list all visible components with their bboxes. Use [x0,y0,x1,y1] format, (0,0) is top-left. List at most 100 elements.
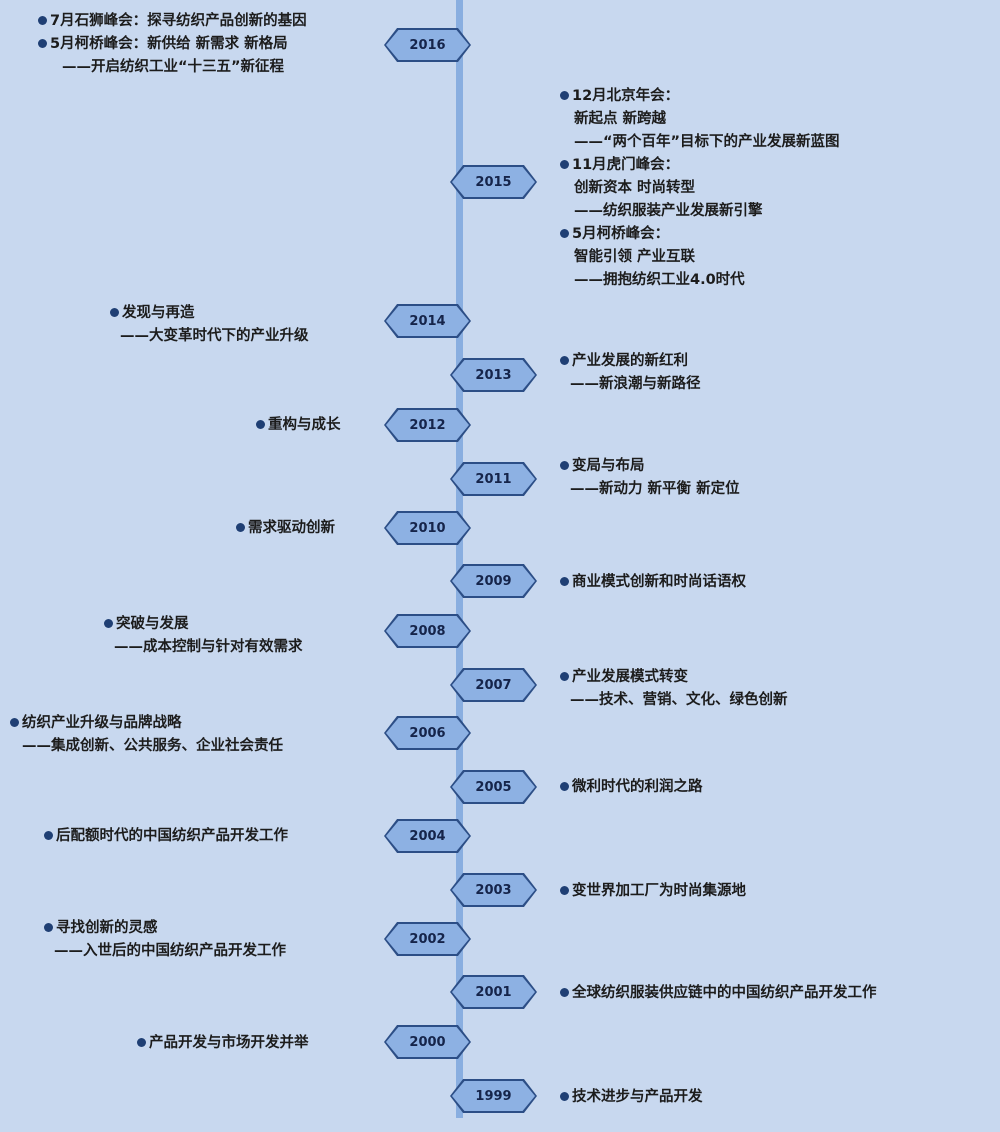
entry-text: 全球纺织服装供应链中的中国纺织产品开发工作 [572,985,877,1001]
entry-text: 发现与再造 [122,305,195,321]
entry-2001: 全球纺织服装供应链中的中国纺织产品开发工作 [560,982,877,1005]
year-label: 2016 [386,30,469,60]
entry-subtext: ——技术、营销、文化、绿色创新 [570,692,788,708]
bullet-dot [38,38,47,48]
entry-2006: 纺织产业升级与品牌战略 ——集成创新、公共服务、企业社会责任 [10,712,283,758]
entry-subtext: ——新动力 新平衡 新定位 [570,481,740,497]
entry-2002: 寻找创新的灵感 ——入世后的中国纺织产品开发工作 [44,917,286,963]
year-badge-2004: 2004 [384,819,471,853]
entry-subtext: ——新浪潮与新路径 [570,376,701,392]
year-badge-2002: 2002 [384,922,471,956]
year-label: 2001 [452,977,535,1007]
year-badge-2005: 2005 [450,770,537,804]
year-badge-2016: 2016 [384,28,471,62]
bullet-dot [560,576,569,586]
year-label: 2015 [452,167,535,197]
year-badge-2003: 2003 [450,873,537,907]
year-badge-2011: 2011 [450,462,537,496]
bullet-dot [38,15,47,25]
year-badge-2001: 2001 [450,975,537,1009]
entry-text: 微利时代的利润之路 [572,779,703,795]
year-label: 2007 [452,670,535,700]
bullet-dot [236,522,245,532]
entry-subtext: ——纺织服装产业发展新引擎 [574,203,763,219]
entry-2010: 需求驱动创新 [236,517,335,540]
entry-text: 后配额时代的中国纺织产品开发工作 [56,828,288,844]
entry-text: 变局与布局 [572,458,645,474]
entry-text: 需求驱动创新 [248,520,335,536]
entry-2005: 微利时代的利润之路 [560,776,703,799]
bullet-dot [560,90,569,100]
year-label: 2004 [386,821,469,851]
entry-2015: 12月北京年会： 新起点 新跨越 ——“两个百年”目标下的产业发展新蓝图 11月… [560,85,840,292]
entry-text: 产品开发与市场开发并举 [149,1035,309,1051]
year-label: 2003 [452,875,535,905]
entry-text: 技术进步与产品开发 [572,1089,703,1105]
bullet-dot [560,228,569,238]
year-label: 2000 [386,1027,469,1057]
entry-text: 12月北京年会： [572,88,680,104]
year-label: 2012 [386,410,469,440]
bullet-dot [560,671,569,681]
year-label: 2002 [386,924,469,954]
year-badge-2015: 2015 [450,165,537,199]
entry-subtext: ——“两个百年”目标下的产业发展新蓝图 [574,134,840,150]
year-label: 2006 [386,718,469,748]
bullet-dot [560,355,569,365]
year-badge-2014: 2014 [384,304,471,338]
entry-2003: 变世界加工厂为时尚集源地 [560,880,746,903]
entry-subtext: ——集成创新、公共服务、企业社会责任 [22,738,283,754]
bullet-dot [560,987,569,997]
entry-2016: 7月石狮峰会：探寻纺织产品创新的基因 5月柯桥峰会：新供给 新需求 新格局 ——… [38,10,307,79]
entry-text: 7月石狮峰会：探寻纺织产品创新的基因 [50,13,307,29]
entry-text: 重构与成长 [268,417,341,433]
entry-2004: 后配额时代的中国纺织产品开发工作 [44,825,288,848]
entry-subtext: ——大变革时代下的产业升级 [120,328,309,344]
entry-2013: 产业发展的新红利 ——新浪潮与新路径 [560,350,701,396]
bullet-dot [256,419,265,429]
entry-text: 产业发展模式转变 [572,669,688,685]
bullet-dot [560,885,569,895]
year-badge-1999: 1999 [450,1079,537,1113]
entry-text: 变世界加工厂为时尚集源地 [572,883,746,899]
entry-text: 5月柯桥峰会： [572,226,670,242]
year-badge-2009: 2009 [450,564,537,598]
year-label: 2013 [452,360,535,390]
bullet-dot [560,781,569,791]
entry-subtext: 新起点 新跨越 [574,111,667,127]
entry-text: 纺织产业升级与品牌战略 [22,715,182,731]
entry-text: 5月柯桥峰会：新供给 新需求 新格局 [50,36,288,52]
bullet-dot [44,922,53,932]
year-label: 2011 [452,464,535,494]
year-badge-2010: 2010 [384,511,471,545]
year-badge-2007: 2007 [450,668,537,702]
entry-subtext: ——入世后的中国纺织产品开发工作 [54,943,286,959]
year-label: 2014 [386,306,469,336]
entry-subtext: 智能引领 产业互联 [574,249,696,265]
entry-2000: 产品开发与市场开发并举 [137,1032,309,1055]
bullet-dot [104,618,113,628]
year-badge-2006: 2006 [384,716,471,750]
entry-text: 突破与发展 [116,616,189,632]
year-label: 2008 [386,616,469,646]
year-badge-2000: 2000 [384,1025,471,1059]
entry-subtext: ——成本控制与针对有效需求 [114,639,303,655]
year-label: 1999 [452,1081,535,1111]
entry-2008: 突破与发展 ——成本控制与针对有效需求 [104,613,303,659]
entry-subtext: ——开启纺织工业“十三五”新征程 [62,59,285,75]
bullet-dot [560,1091,569,1101]
bullet-dot [560,460,569,470]
entry-1999: 技术进步与产品开发 [560,1086,703,1109]
entry-2014: 发现与再造 ——大变革时代下的产业升级 [110,302,309,348]
entry-text: 产业发展的新红利 [572,353,688,369]
entry-text: 寻找创新的灵感 [56,920,158,936]
year-badge-2008: 2008 [384,614,471,648]
entry-text: 商业模式创新和时尚话语权 [572,574,746,590]
year-label: 2005 [452,772,535,802]
bullet-dot [560,159,569,169]
entry-2007: 产业发展模式转变 ——技术、营销、文化、绿色创新 [560,666,788,712]
entry-subtext: 创新资本 时尚转型 [574,180,696,196]
year-label: 2009 [452,566,535,596]
entry-2009: 商业模式创新和时尚话语权 [560,571,746,594]
entry-2012: 重构与成长 [256,414,341,437]
